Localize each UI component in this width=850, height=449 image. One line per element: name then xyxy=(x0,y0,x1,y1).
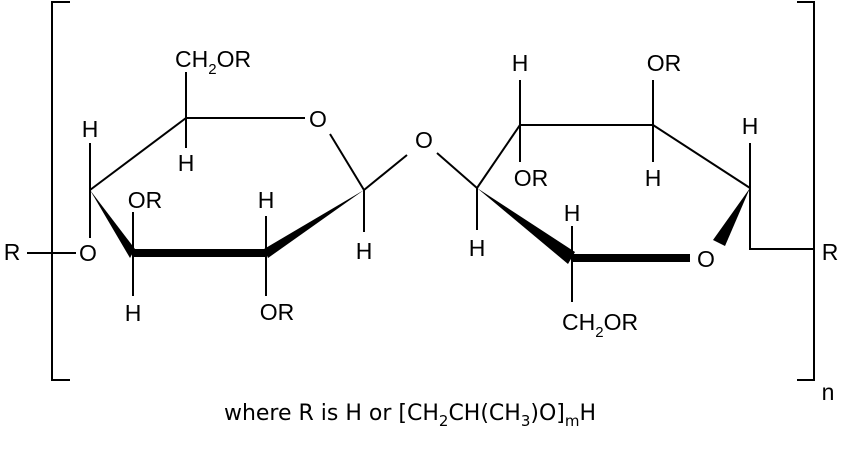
ring2-c3-or: OR xyxy=(514,165,549,191)
ring2-c4-h: H xyxy=(469,235,486,261)
repeat-n: n xyxy=(822,379,835,405)
ring1-oxygen: O xyxy=(309,106,327,132)
caption: where R is H or [CH2CH(CH3)O]mH xyxy=(224,401,596,430)
end-group-left: R xyxy=(4,239,21,265)
ring1-link-oxygen: O xyxy=(79,240,97,266)
ring1-c2-h: H xyxy=(258,187,275,213)
ring2-ch2or: CH2OR xyxy=(562,309,638,341)
ring2-c5-h: H xyxy=(564,200,581,226)
ring2-c1-h: H xyxy=(742,113,759,139)
ring1-c3-h: H xyxy=(125,300,142,326)
ring1-ch2or: CH2OR xyxy=(175,46,251,78)
ring1-bonds xyxy=(89,72,408,296)
ring1-c1-h: H xyxy=(356,238,373,264)
glycosidic-oxygen: O xyxy=(415,127,433,153)
ring1-c5-h: H xyxy=(178,150,195,176)
ring1-c2-or: OR xyxy=(260,299,295,325)
right-bracket xyxy=(797,1,815,381)
ring1-c3-or: OR xyxy=(128,187,163,213)
ring2-oxygen: O xyxy=(697,246,715,272)
ring2-bonds xyxy=(436,80,814,302)
ring2-c3-h: H xyxy=(512,50,529,76)
ring1-c4-h: H xyxy=(82,116,99,142)
left-bracket xyxy=(51,1,70,381)
ring2-c2-h: H xyxy=(645,165,662,191)
ring2-c2-or: OR xyxy=(647,50,682,76)
end-group-right: R xyxy=(822,239,839,265)
